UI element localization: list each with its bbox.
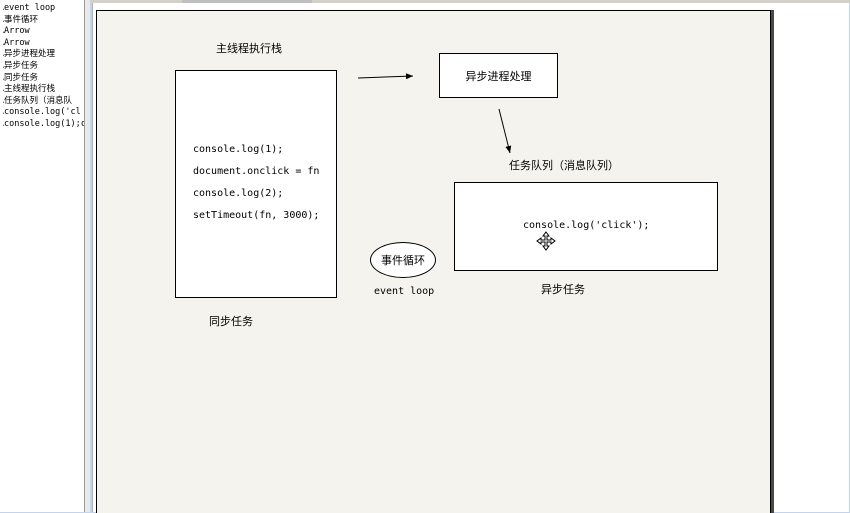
code-line: console.log(2); [193, 188, 284, 199]
bullet-dot-icon: . [1, 37, 7, 48]
task-queue-code: console.log('click'); [523, 220, 650, 231]
bullet-dot-icon: . [1, 26, 7, 37]
top-toolbar-strip [0, 0, 850, 3]
sync-task-label[interactable]: 同步任务 [209, 315, 253, 328]
bullet-dot-icon: . [1, 49, 7, 60]
code-line: setTimeout(fn, 3000); [193, 210, 320, 221]
object-list-panel: .event loop .事件循环 .Arrow .Arrow .异步进程处理 … [0, 0, 85, 512]
main-stack-title[interactable]: 主线程执行栈 [216, 42, 282, 55]
event-loop-cn-label: 事件循环 [381, 254, 425, 267]
object-list-item[interactable]: .事件循环 [1, 14, 39, 25]
panel-splitter[interactable] [85, 0, 90, 512]
object-list: .event loop .事件循环 .Arrow .Arrow .异步进程处理 … [0, 3, 85, 131]
event-loop-ellipse[interactable]: 事件循环 [370, 242, 436, 278]
code-line: document.onclick = fn [193, 166, 320, 177]
object-list-item[interactable]: .异步任务 [1, 60, 39, 71]
main-stack-box[interactable]: console.log(1); document.onclick = fn co… [175, 70, 337, 298]
task-queue-box[interactable]: console.log('click'); [454, 182, 718, 271]
bullet-dot-icon: . [1, 60, 7, 71]
async-process-label: 异步进程处理 [465, 69, 532, 83]
object-list-item[interactable]: .任务队列（消息队 [1, 95, 73, 106]
bullet-dot-icon: . [1, 118, 7, 129]
object-list-item[interactable]: .主线程执行栈 [1, 84, 56, 95]
bullet-dot-icon: . [1, 84, 7, 95]
task-queue-title[interactable]: 任务队列（消息队列） [509, 159, 619, 172]
bullet-dot-icon: . [1, 95, 7, 106]
object-list-item[interactable]: .console.log('cl [1, 107, 81, 118]
object-list-item[interactable]: .console.log(1);c [1, 118, 85, 129]
async-process-box[interactable]: 异步进程处理 [439, 53, 558, 98]
object-list-item[interactable]: .event loop [1, 3, 56, 13]
async-task-label[interactable]: 异步任务 [541, 283, 585, 296]
bullet-dot-icon: . [1, 14, 7, 25]
bullet-dot-icon: . [1, 72, 7, 83]
object-list-item[interactable]: .Arrow [1, 37, 30, 48]
event-loop-en-label[interactable]: event loop [374, 286, 435, 297]
code-line: console.log(1); [193, 144, 284, 155]
object-list-item[interactable]: .异步进程处理 [1, 49, 56, 60]
bullet-dot-icon: . [1, 3, 7, 13]
bullet-dot-icon: . [1, 107, 7, 118]
object-list-item[interactable]: .同步任务 [1, 72, 39, 83]
move-cursor-icon [536, 231, 556, 251]
object-list-item[interactable]: .Arrow [1, 26, 30, 37]
toolbar-tab-stub[interactable] [182, 0, 312, 3]
